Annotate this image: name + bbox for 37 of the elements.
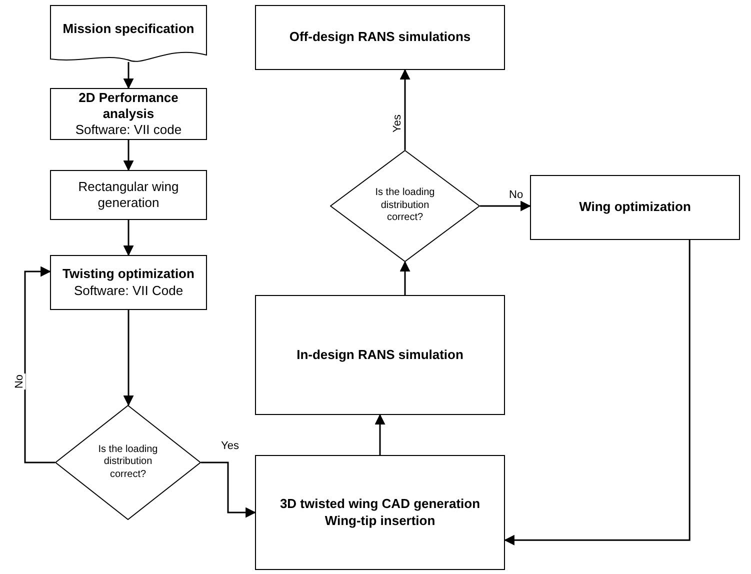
node-text: Wing optimization bbox=[579, 199, 691, 216]
node-heading: Twisting optimization bbox=[62, 266, 194, 282]
node-text: Rectangular wing generation bbox=[77, 178, 180, 212]
arrow bbox=[123, 140, 134, 172]
arrow bbox=[123, 220, 134, 256]
node-heading: 2D Performance analysis bbox=[78, 90, 180, 122]
node-text: Software: VII code bbox=[75, 122, 182, 138]
document-shape bbox=[50, 5, 207, 65]
node-text: Is the loading distribution correct? bbox=[374, 187, 436, 225]
node-text: 3D twisted wing CAD generation Wing-tip insertion bbox=[278, 496, 482, 529]
node-text: Mission specification bbox=[62, 20, 194, 38]
arrow bbox=[504, 240, 690, 546]
process-box bbox=[50, 170, 207, 220]
decision-diamond bbox=[330, 150, 480, 262]
process-box bbox=[530, 175, 740, 240]
arrow bbox=[374, 414, 386, 455]
process-box bbox=[255, 5, 505, 70]
arrow bbox=[201, 462, 256, 518]
arrow bbox=[400, 260, 410, 295]
decision-diamond bbox=[55, 405, 201, 520]
arrow bbox=[480, 200, 532, 212]
node-text: Off-design RANS simulations bbox=[289, 29, 471, 46]
arrow bbox=[123, 62, 134, 90]
process-box bbox=[50, 88, 207, 140]
edge-label: Yes bbox=[220, 440, 240, 452]
arrow bbox=[24, 266, 55, 464]
edge-label: Yes bbox=[392, 114, 404, 134]
edge-label: No bbox=[14, 372, 26, 390]
node-text: Software: VII Code bbox=[74, 282, 184, 299]
process-box bbox=[255, 455, 505, 570]
process-box bbox=[50, 255, 207, 310]
process-box bbox=[255, 295, 505, 415]
node-text: In-design RANS simulation bbox=[296, 346, 464, 364]
edge-label: No bbox=[508, 190, 524, 201]
arrow bbox=[400, 68, 410, 150]
node-text: Is the loading distribution correct? bbox=[97, 444, 159, 482]
arrow bbox=[123, 310, 134, 406]
